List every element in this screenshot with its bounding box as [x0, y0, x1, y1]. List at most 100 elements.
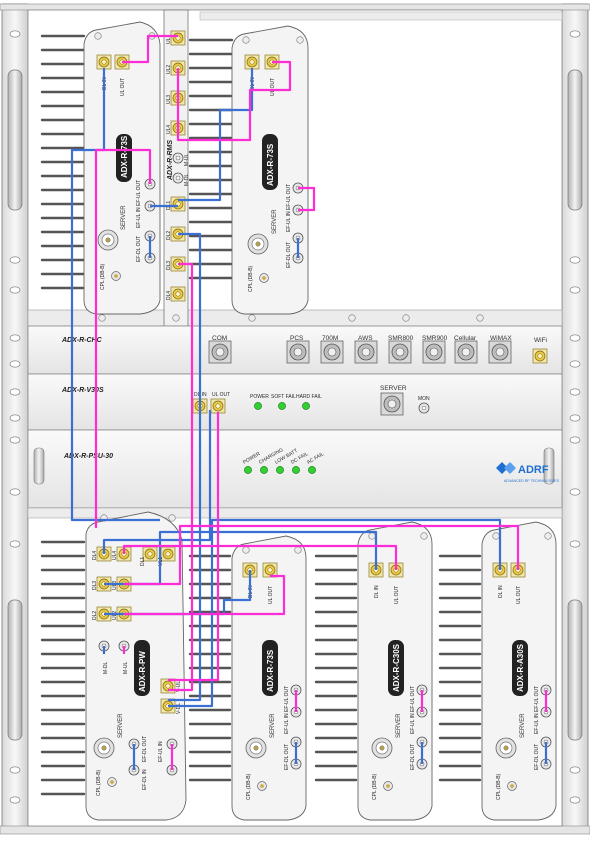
- ul-out-label: UL OUT: [516, 586, 522, 604]
- m-dl-label: M-DL: [103, 662, 109, 674]
- mon-port[interactable]: [419, 403, 429, 413]
- m-ul-label: M-UL: [123, 662, 129, 674]
- smr900-port[interactable]: [423, 341, 445, 363]
- server-port[interactable]: [94, 738, 114, 758]
- psu-power-led: [244, 466, 251, 473]
- hard-fail-led-label: HARD FAIL: [296, 394, 322, 400]
- ef-ul-in-label: EF-UL IN: [286, 211, 292, 232]
- cpl-port[interactable]: [508, 782, 517, 791]
- server-label: SERVER: [118, 713, 124, 738]
- server-label: SERVER: [270, 713, 276, 738]
- module-title: ADX-R-C30S: [392, 643, 401, 692]
- wimax-port[interactable]: [489, 341, 511, 363]
- cpl-port[interactable]: [108, 778, 117, 787]
- rms-ul3-label: UL3: [166, 95, 172, 104]
- cpl-port[interactable]: [260, 274, 269, 283]
- aws-port[interactable]: [355, 341, 377, 363]
- server-label: SERVER: [520, 713, 526, 738]
- rack-handle-left-top[interactable]: [8, 70, 22, 210]
- rack-handle-left-bottom[interactable]: [8, 600, 22, 740]
- 700m-port[interactable]: [321, 341, 343, 363]
- server-port[interactable]: [372, 738, 392, 758]
- com-port[interactable]: [209, 341, 231, 363]
- psu-title: ADX-R-PSU-30: [63, 453, 113, 460]
- smr900-label: SMR900: [422, 335, 448, 342]
- dl3-label: DL3: [92, 581, 98, 590]
- rms-mdl-label: M-DL: [184, 174, 190, 186]
- rms-mul-label: M-UL: [184, 154, 190, 166]
- cellular-port[interactable]: [455, 341, 477, 363]
- ul-out-label: UL OUT: [270, 78, 276, 96]
- v-dl-label: V-DL: [176, 703, 182, 714]
- server-port[interactable]: [246, 738, 266, 758]
- wimax-label: WiMAX: [490, 335, 512, 342]
- rack-handle-right-bottom[interactable]: [568, 600, 582, 740]
- smr800-port[interactable]: [389, 341, 411, 363]
- ul3-label: UL3: [112, 581, 118, 590]
- server-port[interactable]: [98, 230, 118, 250]
- module-title: ADX-R-73S: [266, 649, 275, 692]
- ef-dl-out-label: EF-DL OUT: [410, 744, 416, 770]
- ul-out-label: UL OUT: [120, 78, 126, 96]
- wifi-port[interactable]: [533, 349, 547, 363]
- ul2-label: UL2: [112, 611, 118, 620]
- aws-label: AWS: [358, 335, 373, 342]
- ef-ul-in-label: EF-UL IN: [410, 713, 416, 734]
- cpl-label: CPL (DB-B): [100, 263, 106, 290]
- rms-ul4-label: UL4: [166, 125, 172, 134]
- rms-dl4-port[interactable]: [171, 287, 185, 301]
- rms-title: ADX-R-RMS: [167, 140, 174, 181]
- v30s-server-port[interactable]: [381, 393, 403, 415]
- cpl-port[interactable]: [258, 782, 267, 791]
- ef-ul-in-label: EF-UL IN: [158, 741, 164, 762]
- v30s-ul-out-port[interactable]: [211, 399, 225, 413]
- brand-tagline: ADVANCED RF TECHNOLOGIES: [504, 479, 560, 483]
- cpl-label: CPL (DB-B): [496, 773, 502, 800]
- top-right-module: ADX-R-73S DL IN UL OUT EF-UL OUT EF-UL I…: [232, 26, 308, 314]
- rms-mdl-port[interactable]: [173, 173, 183, 183]
- dl-in-port[interactable]: [245, 55, 259, 69]
- cpl-port[interactable]: [112, 272, 121, 281]
- dl-in-label: DL IN: [374, 585, 380, 598]
- psu-dc-fail-led: [292, 466, 299, 473]
- chc-panel: ADX-R-CHC COM PCS 700M AWS SMR800 SMR900…: [28, 326, 562, 374]
- rms-dl4-label: DL4: [166, 291, 172, 300]
- ef-ul-out-label: EF-UL OUT: [136, 180, 142, 206]
- v30s-ul-out-label: UL OUT: [212, 392, 230, 398]
- server-port[interactable]: [496, 738, 516, 758]
- pcs-label: PCS: [290, 335, 304, 342]
- ef-dl-out-label: EF-DL OUT: [284, 744, 290, 770]
- bottom-module-1: ADX-R-PW DL4 DL3 DL2 DL1 UL4 UL3 UL2 UL1…: [86, 512, 186, 820]
- pcs-port[interactable]: [287, 341, 309, 363]
- ef-ul-in-label: EF-UL IN: [284, 713, 290, 734]
- ef-ul-out-label: EF-UL OUT: [410, 686, 416, 712]
- cpl-label: CPL (DB-B): [246, 773, 252, 800]
- dl-in-port[interactable]: [97, 55, 111, 69]
- cpl-port[interactable]: [384, 782, 393, 791]
- rack-handle-right-top[interactable]: [568, 70, 582, 210]
- server-port[interactable]: [248, 234, 268, 254]
- rms-mul-port[interactable]: [173, 153, 183, 163]
- psu-handle-left[interactable]: [34, 448, 44, 484]
- psu-charging-led: [260, 466, 267, 473]
- v30s-panel: ADX-R-V30S DL IN UL OUT POWER SOFT FAIL …: [28, 374, 562, 430]
- ef-ul-out-label: EF-UL OUT: [286, 184, 292, 210]
- psu-ac-fail-led: [308, 466, 315, 473]
- smr800-label: SMR800: [388, 335, 414, 342]
- rms-dl2-label: DL2: [166, 231, 172, 240]
- com-label: COM: [212, 335, 227, 342]
- ef-dl-out-label: EF-DL OUT: [534, 744, 540, 770]
- ul-out-label: UL OUT: [268, 586, 274, 604]
- module-title: ADX-R-73S: [266, 143, 275, 186]
- module-title: ADX-R-A30S: [516, 643, 525, 692]
- power-led-label: POWER: [250, 394, 269, 400]
- dl-in-label: DL IN: [498, 585, 504, 598]
- ul-out-label: UL OUT: [394, 586, 400, 604]
- soft-fail-led-label: SOFT FAIL: [271, 394, 296, 400]
- rms-ul1-port[interactable]: [171, 31, 185, 45]
- bottom-module-2: ADX-R-73S DL IN UL OUT EF-UL OUT EF-UL I…: [232, 536, 306, 820]
- ef-dl-out-label: EF-DL OUT: [136, 236, 142, 262]
- soft-fail-led: [278, 402, 285, 409]
- rms-ul2-label: UL2: [166, 65, 172, 74]
